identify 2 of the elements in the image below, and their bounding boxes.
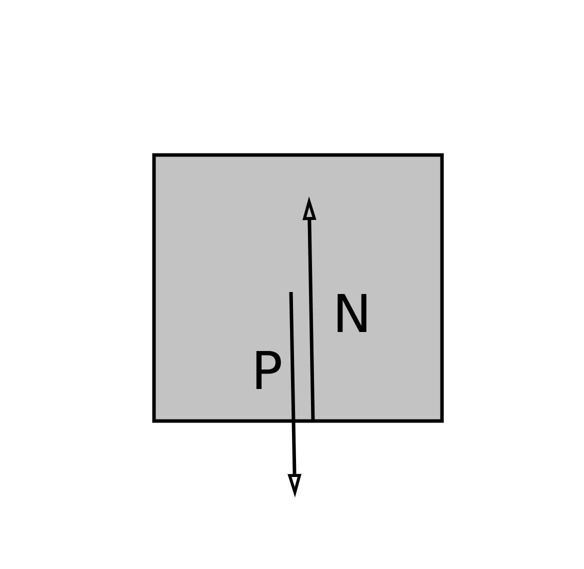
force-label: P [256,351,281,389]
force-label: N [338,294,366,332]
